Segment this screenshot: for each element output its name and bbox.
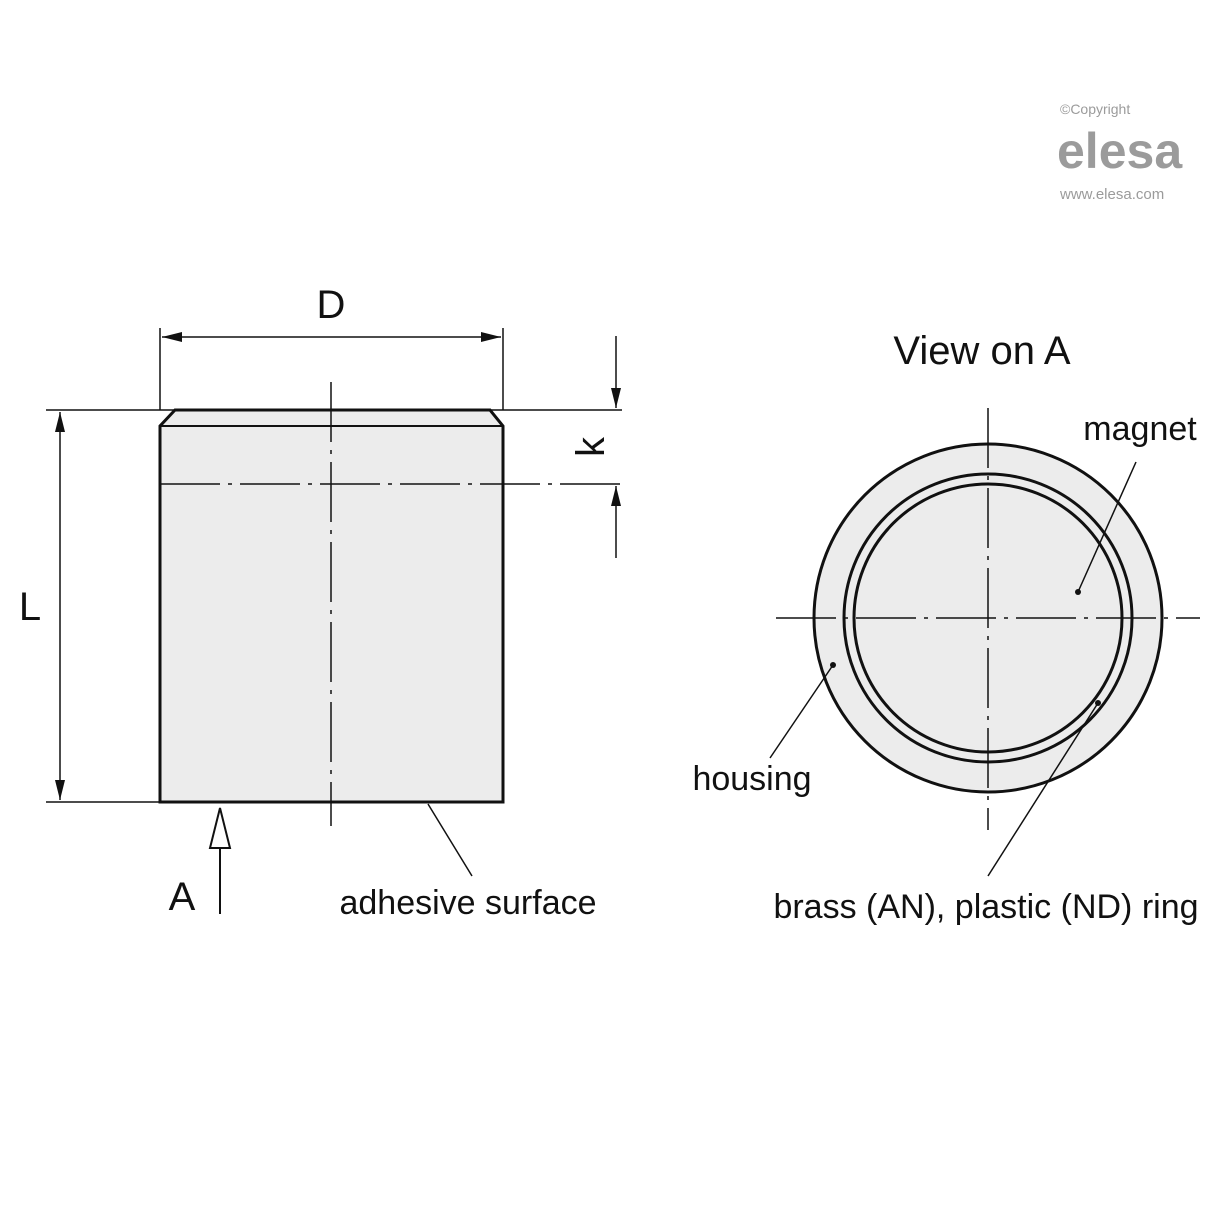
dim-d-label: D [317,283,346,327]
magnet-label: magnet [1083,410,1197,448]
website-text: www.elesa.com [1059,186,1164,203]
magnet-leader-dot [1075,589,1081,595]
ring-leader-dot [1095,700,1101,706]
dim-k-label: k [569,436,613,457]
side-view: D L k A adhesive surface [19,283,622,922]
end-view-title: View on A [893,329,1070,373]
brand-logo: elesa [1057,123,1183,179]
ring-label: brass (AN), plastic (ND) ring [773,888,1198,926]
dim-l-label: L [19,585,41,629]
magnet-leader [1077,461,1137,593]
watermark: ©Copyright elesa www.elesa.com [1057,101,1183,203]
view-arrow-head [208,807,232,849]
end-view: View on A magnet housing brass (AN), pla… [692,329,1200,926]
housing-leader-dot [830,662,836,668]
view-arrow-label: A [169,875,196,919]
copyright-text: ©Copyright [1060,101,1130,117]
housing-label: housing [692,760,811,798]
adhesive-surface-label: adhesive surface [339,884,596,922]
ring-leader [987,702,1099,877]
adhesive-leader [427,803,473,877]
housing-leader [769,664,834,759]
